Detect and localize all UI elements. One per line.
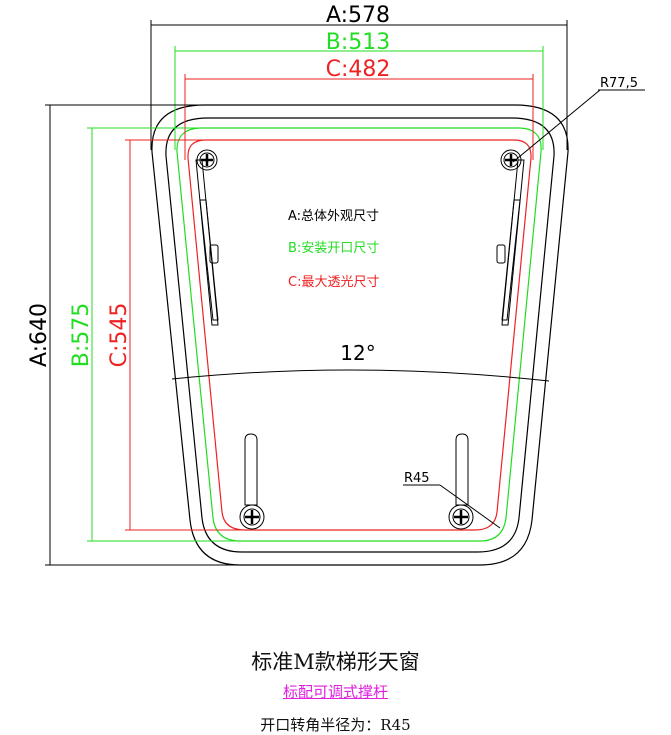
left-hinge — [239, 433, 265, 530]
dimension-c-height-label: C:545 — [107, 303, 132, 368]
legend-c: C:最大透光尺寸 — [288, 275, 379, 290]
legend-b: B:安装开口尺寸 — [288, 241, 379, 256]
install-opening-outline — [176, 127, 542, 542]
legend-a: A:总体外观尺寸 — [288, 209, 379, 224]
angle-label: 12° — [340, 341, 375, 365]
dimension-a-height — [45, 104, 240, 566]
drawing-title: 标准M款梯形天窗 — [251, 650, 420, 674]
dimension-c-width — [184, 74, 534, 160]
outer-frame-outline — [151, 104, 569, 566]
dimension-b-width-label: B:513 — [326, 30, 391, 55]
radius-opening-leader — [439, 484, 501, 529]
subtitle-link[interactable]: 标配可调式撑杆 — [282, 683, 388, 701]
dimension-b-width — [174, 46, 544, 150]
radius-outer-leader — [512, 89, 601, 163]
radius-outer-label: R77,5 — [600, 76, 638, 91]
right-hinge — [448, 433, 474, 530]
angle-arc — [171, 369, 550, 382]
dimension-c-width-label: C:482 — [326, 57, 391, 82]
inner-frame-outline — [165, 117, 555, 553]
dimension-a-height-label: A:640 — [27, 303, 52, 367]
left-adjustable-stay — [195, 149, 219, 326]
dimension-c-height — [125, 139, 245, 531]
radius-opening-label: R45 — [404, 471, 430, 486]
dimension-b-height — [87, 127, 240, 542]
clear-opening-outline — [187, 139, 532, 531]
dimension-b-height-label: B:575 — [69, 303, 94, 368]
dimension-a-width-label: A:578 — [326, 3, 390, 28]
corner-radius-note: 开口转角半径为：R45 — [260, 716, 411, 734]
right-adjustable-stay — [496, 149, 525, 326]
